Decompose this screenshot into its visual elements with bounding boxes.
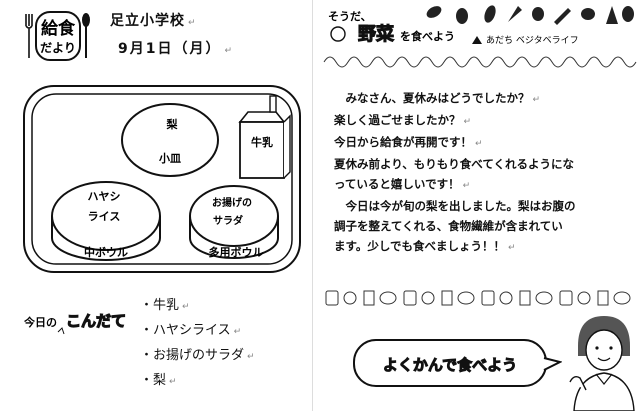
kondate-label-a: 今日の	[23, 315, 57, 329]
veg-banner-sub: あだち ベジタベライフ	[486, 35, 579, 46]
veg-banner-a: そうだ、	[328, 10, 372, 23]
doodle-row	[323, 56, 637, 68]
hayashi-label-2: ライス	[88, 210, 121, 223]
article-line: ます。少しでも食べましょう！！↵	[334, 239, 516, 253]
article-line: 楽しく過ごせましたか？↵	[334, 113, 472, 127]
menu-list: ・牛乳↵ ・ハヤシライス↵ ・お揚げのサラダ↵ ・梨↵	[140, 294, 255, 394]
issue-date: 9月1日（月）↵	[118, 41, 235, 57]
kondate-title: 今日の こんだて	[23, 311, 127, 335]
salad-label-2: サラダ	[213, 214, 243, 227]
nutritionist-illustration	[569, 316, 635, 411]
kozara-plate: 梨 小皿	[121, 103, 219, 177]
school-name: 足立小学校↵	[110, 13, 197, 29]
article-line: 今日は今が旬の梨を出しました。梨はお腹の	[334, 199, 576, 213]
food-doodle-strip	[325, 290, 631, 306]
naka-bowl-label: 中ボウル	[84, 245, 128, 259]
hayashi-label-1: ハヤシ	[88, 190, 121, 203]
tayou-bowl-label: 多用ボウル	[209, 245, 264, 259]
onion-icon	[330, 26, 346, 42]
article-line: 今日から給食が再開です！↵	[334, 135, 483, 149]
vegetable-icons	[426, 5, 634, 25]
menu-item: ・お揚げのサラダ↵	[140, 348, 255, 363]
lunch-tray-diagram: 梨 小皿 牛乳 ハヤシ ライス 中ボウル お揚げの サラダ 多用ボウル	[23, 85, 301, 273]
kondate-label-b: こんだて	[66, 312, 126, 330]
naka-bowl: ハヤシ ライス 中ボウル	[51, 181, 161, 261]
milk-label: 牛乳	[251, 135, 273, 149]
menu-item: ・ハヤシライス↵	[140, 323, 242, 338]
milk-carton: 牛乳	[238, 95, 291, 179]
veg-banner-b: 野菜	[358, 24, 394, 45]
logo-line1: 給食	[41, 18, 76, 39]
article-line: 夏休み前より、もりもり食べてくれるようにな	[334, 157, 575, 171]
triangle-icon	[472, 36, 482, 44]
menu-item: ・梨↵	[140, 373, 177, 388]
article-line: っていると嬉しいです！↵	[334, 177, 471, 191]
kyushoku-dayori-logo: 給食 だより	[25, 11, 90, 61]
slogan-bubble: よくかんで食べよう	[353, 339, 562, 387]
article-line: 調子を整えてくれる、食物繊維が含まれてい	[334, 219, 563, 233]
tayou-bowl: お揚げの サラダ 多用ボウル	[189, 185, 279, 259]
salad-label-1: お揚げの	[212, 196, 252, 209]
page-divider	[312, 0, 313, 411]
nashi-label: 梨	[166, 117, 179, 131]
article-body: みなさん、夏休みはどうでしたか？↵ 楽しく過ごせましたか？↵ 今日から給食が再開…	[334, 88, 624, 258]
logo-line2: だより	[40, 41, 76, 55]
newsletter-header: 給食 だより 足立小学校↵ 9月1日（月）↵	[0, 0, 320, 70]
veg-banner-c: を食べよう	[400, 29, 455, 43]
article-line: みなさん、夏休みはどうでしたか？↵	[334, 91, 541, 105]
menu-item: ・牛乳↵	[140, 298, 190, 313]
vegetable-banner: そうだ、 野菜 を食べよう あだち ベジタベライフ	[323, 5, 637, 68]
kozara-label: 小皿	[158, 151, 181, 165]
slogan-text: よくかんで食べよう	[383, 356, 517, 374]
